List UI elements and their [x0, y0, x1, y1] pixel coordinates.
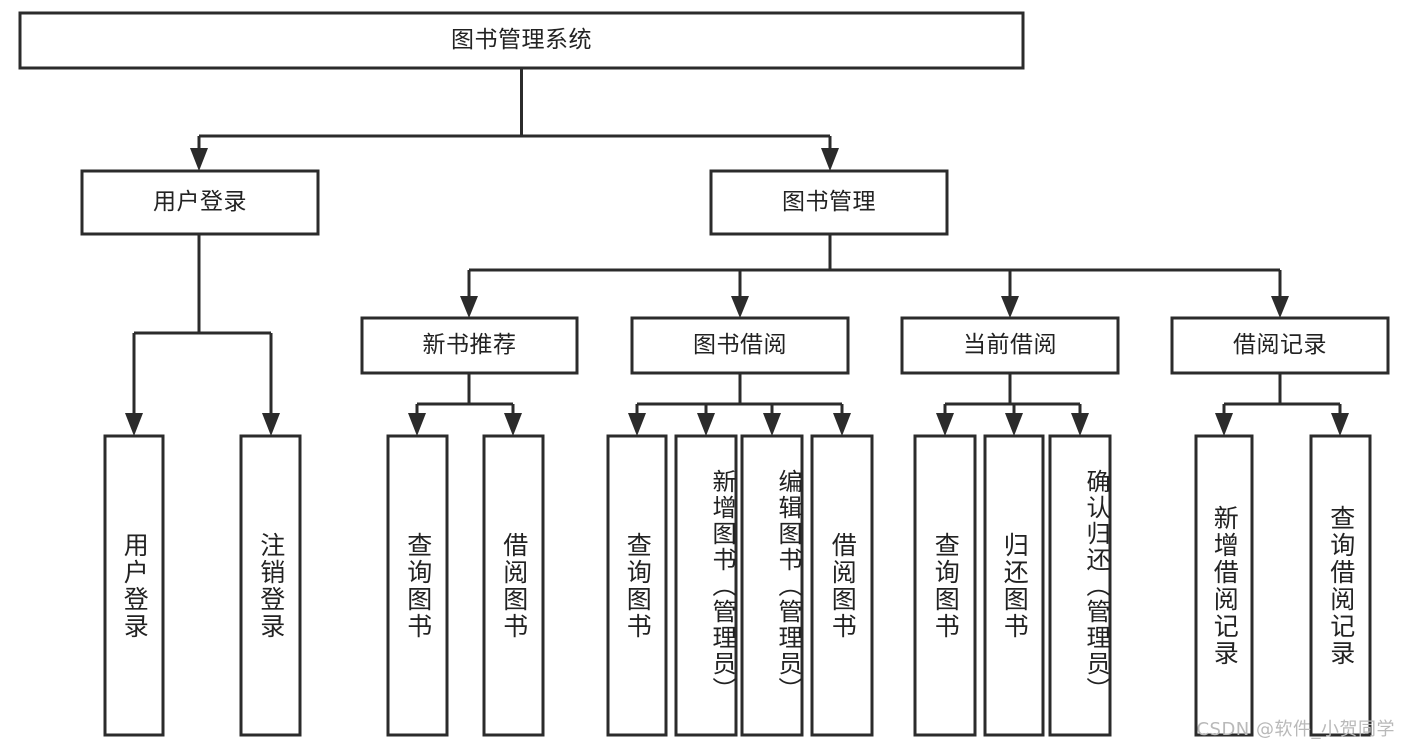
arrow-head-leaf-logout	[262, 413, 280, 436]
node-box-borrow-record[interactable]	[1170, 316, 1390, 375]
node-box-leaf-query-book-1[interactable]	[386, 434, 449, 737]
node-box-leaf-query-book-3[interactable]	[913, 434, 977, 737]
node-box-leaf-query-book-2[interactable]	[606, 434, 668, 737]
arrow-head-leaf-borrow-book-1	[504, 413, 522, 436]
arrow-head-leaf-query-book-3	[936, 413, 954, 436]
arrow-head-leaf-add-record	[1215, 413, 1233, 436]
node-box-user-login[interactable]	[80, 169, 320, 236]
arrow-head-leaf-add-book	[697, 413, 715, 436]
node-box-leaf-return-book[interactable]	[983, 434, 1045, 737]
connector-group-book-borrow	[628, 373, 851, 436]
arrow-head-new-book-recommend	[460, 296, 478, 318]
arrow-head-current-borrow	[1001, 296, 1019, 318]
connector-group-current-borrow	[936, 373, 1089, 436]
connector-group-new-book-recommend	[408, 373, 522, 436]
arrow-head-leaf-query-book-2	[628, 413, 646, 436]
arrow-head-leaf-return-book	[1005, 413, 1023, 436]
node-box-current-borrow[interactable]	[900, 316, 1120, 375]
node-box-root[interactable]	[18, 11, 1025, 70]
connector-group-user-login	[125, 234, 280, 436]
node-box-leaf-borrow-book-1[interactable]	[482, 434, 545, 737]
arrow-head-user-login	[190, 148, 208, 171]
node-box-leaf-logout[interactable]	[239, 434, 302, 737]
watermark-text: CSDN @软件_小贺同学	[1196, 719, 1395, 740]
arrow-head-leaf-confirm-return	[1071, 413, 1089, 436]
arrow-head-book-borrow	[731, 296, 749, 318]
connector-group-borrow-record	[1215, 373, 1349, 436]
connector-group-root	[190, 68, 839, 171]
node-box-leaf-add-book[interactable]	[674, 434, 738, 737]
node-box-book-manage[interactable]	[709, 169, 949, 236]
arrow-head-leaf-query-book-1	[408, 413, 426, 436]
node-box-book-borrow[interactable]	[630, 316, 850, 375]
arrow-head-book-manage	[821, 148, 839, 171]
node-box-leaf-user-login[interactable]	[103, 434, 165, 737]
connector-group-book-manage	[460, 234, 1289, 318]
node-box-leaf-confirm-return[interactable]	[1048, 434, 1112, 737]
arrow-head-borrow-record	[1271, 296, 1289, 318]
arrow-head-leaf-query-record	[1331, 413, 1349, 436]
node-box-leaf-query-record[interactable]	[1309, 434, 1372, 737]
node-box-new-book-recommend[interactable]	[360, 316, 579, 375]
node-box-leaf-add-record[interactable]	[1194, 434, 1254, 737]
arrow-head-leaf-edit-book	[763, 413, 781, 436]
arrow-head-leaf-borrow-book-2	[833, 413, 851, 436]
node-box-leaf-edit-book[interactable]	[740, 434, 804, 737]
arrow-head-leaf-user-login	[125, 413, 143, 436]
node-box-leaf-borrow-book-2[interactable]	[810, 434, 874, 737]
